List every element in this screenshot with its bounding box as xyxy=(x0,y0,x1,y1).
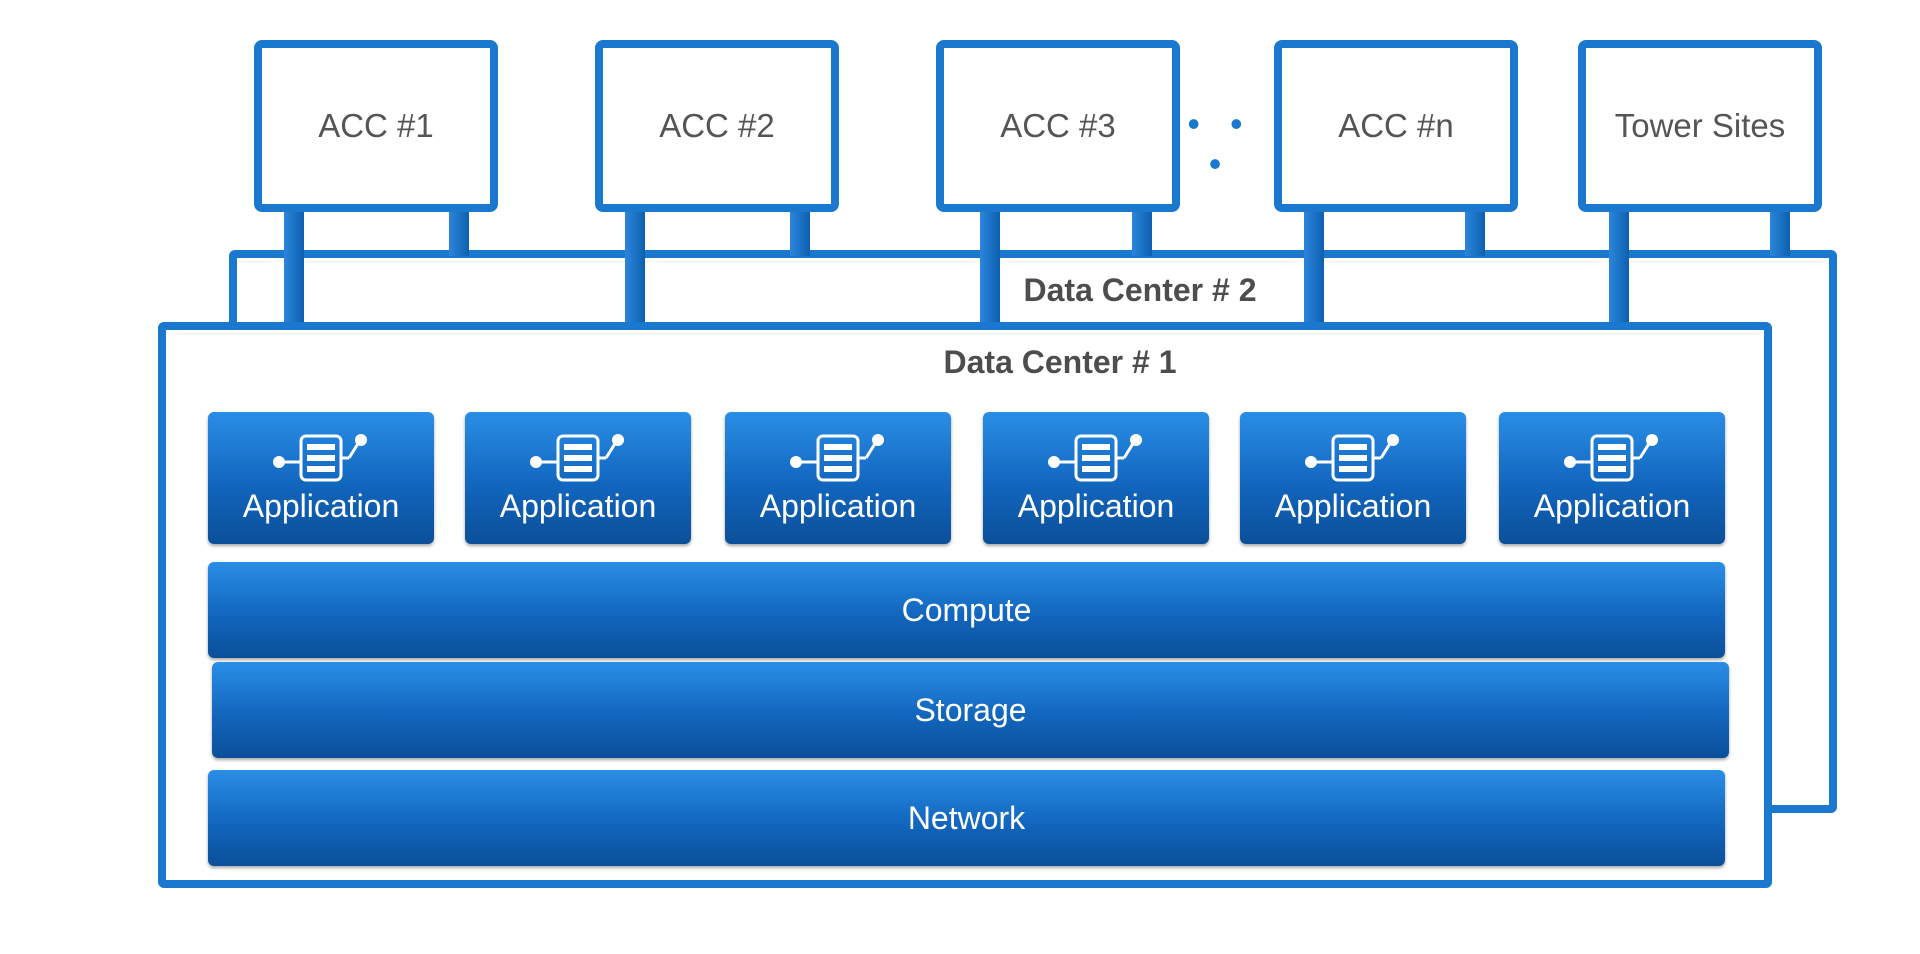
site-box-tower-sites: Tower Sites xyxy=(1578,40,1822,212)
application-icon xyxy=(790,434,884,482)
connector-acc3-dc1 xyxy=(980,208,1000,328)
connector-acc3-dc2 xyxy=(1132,208,1152,256)
application-tile: Application xyxy=(208,412,434,544)
application-icon xyxy=(530,434,624,482)
application-label: Application xyxy=(1533,488,1691,524)
compute-label: Compute xyxy=(901,591,1032,628)
application-label: Application xyxy=(1017,488,1175,524)
application-label: Application xyxy=(499,488,657,524)
site-label: ACC #n xyxy=(1338,107,1454,144)
compute-layer: Compute xyxy=(208,562,1725,658)
application-tile: Application xyxy=(1240,412,1466,544)
site-label: ACC #3 xyxy=(1000,107,1116,144)
application-tile: Application xyxy=(465,412,691,544)
site-box-acc-2: ACC #2 xyxy=(595,40,839,212)
connector-acc2-dc2 xyxy=(790,208,810,256)
network-label: Network xyxy=(907,799,1026,836)
site-label: ACC #1 xyxy=(318,107,434,144)
application-icon xyxy=(1564,434,1658,482)
storage-label: Storage xyxy=(914,691,1027,728)
connector-tower-dc2 xyxy=(1770,208,1790,256)
connector-accn-dc1 xyxy=(1304,208,1324,328)
connector-acc1-dc2 xyxy=(449,208,469,256)
site-box-acc-n: ACC #n xyxy=(1274,40,1518,212)
storage-layer: Storage xyxy=(212,662,1729,758)
connector-acc1-dc1 xyxy=(284,208,304,328)
application-label: Application xyxy=(759,488,917,524)
application-icon xyxy=(1305,434,1399,482)
site-label: ACC #2 xyxy=(659,107,775,144)
connector-accn-dc2 xyxy=(1465,208,1485,256)
site-box-acc-3: ACC #3 xyxy=(936,40,1180,212)
application-icon xyxy=(273,434,367,482)
connector-acc2-dc1 xyxy=(625,208,645,328)
connector-tower-dc1 xyxy=(1609,208,1629,328)
site-box-acc-1: ACC #1 xyxy=(254,40,498,212)
application-icon xyxy=(1048,434,1142,482)
data-center-2-title: Data Center # 2 xyxy=(980,268,1300,312)
application-tile: Application xyxy=(1499,412,1725,544)
ellipsis: • • • xyxy=(1187,103,1253,184)
application-tile: Application xyxy=(725,412,951,544)
network-layer: Network xyxy=(208,770,1725,866)
application-label: Application xyxy=(242,488,400,524)
application-label: Application xyxy=(1274,488,1432,524)
application-tile: Application xyxy=(983,412,1209,544)
site-label: Tower Sites xyxy=(1614,107,1786,144)
data-center-1-title: Data Center # 1 xyxy=(943,344,1177,380)
